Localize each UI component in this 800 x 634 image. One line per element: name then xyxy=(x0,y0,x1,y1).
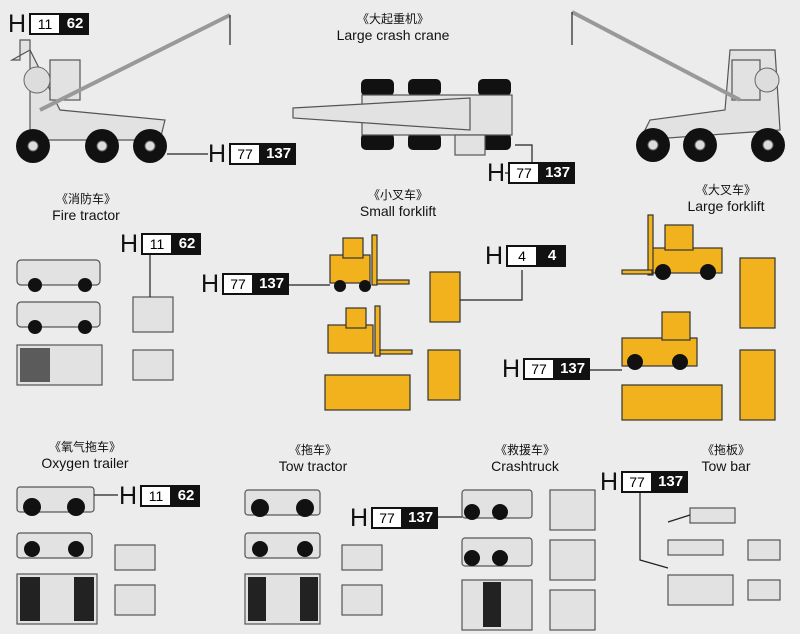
label-en: Fire tractor xyxy=(52,207,120,223)
paint-code-b: 137 xyxy=(653,471,689,493)
label-tow-tractor: 《拖车》 Tow tractor xyxy=(279,443,347,475)
paint-prefix: H xyxy=(201,270,220,298)
paint-prefix: H xyxy=(350,504,369,532)
paint-prefix: H xyxy=(600,468,619,496)
paint-prefix: H xyxy=(119,482,138,510)
label-en: Large forklift xyxy=(687,198,765,214)
crane-side-view-right xyxy=(571,10,785,162)
paint-code-b: 137 xyxy=(254,273,290,295)
paint-code-a: 77 xyxy=(508,162,541,184)
paint-prefix: H xyxy=(208,140,227,168)
paint-code-a: 77 xyxy=(621,471,654,493)
label-en: Tow bar xyxy=(701,458,751,474)
paint-code-b: 62 xyxy=(172,485,201,507)
label-cn: 《救援车》 xyxy=(494,443,555,457)
tow-tractor-views xyxy=(244,489,383,625)
label-crashtruck: 《救援车》 Crashtruck xyxy=(491,443,559,475)
label-en: Large crash crane xyxy=(336,27,450,43)
paint-prefix: H xyxy=(120,230,139,258)
paint-code-b: 137 xyxy=(403,507,439,529)
label-cn: 《拖车》 xyxy=(288,443,337,457)
label-cn: 《小叉车》 xyxy=(367,188,429,202)
paint-code-a: 11 xyxy=(140,485,173,507)
label-en: Tow tractor xyxy=(278,458,348,474)
paint-code-a: 11 xyxy=(141,233,174,255)
paint-prefix: H xyxy=(8,10,27,38)
label-en: Crashtruck xyxy=(491,458,559,474)
label-fire-tractor: 《消防车》 Fire tractor xyxy=(52,192,120,224)
paint-code-b: 137 xyxy=(555,358,591,380)
paint-code-a: 77 xyxy=(371,507,404,529)
paint-code-a: 77 xyxy=(222,273,255,295)
paint-prefix: H xyxy=(487,159,506,187)
paint-prefix: H xyxy=(485,242,504,270)
crane-side-view-left xyxy=(9,13,231,163)
fire-tractor-views xyxy=(16,244,176,386)
label-cn: 《消防车》 xyxy=(55,192,116,206)
crane-top-view xyxy=(292,79,533,174)
crashtruck-views xyxy=(430,489,596,631)
label-cn: 《大叉车》 xyxy=(695,183,757,197)
paint-code-a: 77 xyxy=(523,358,556,380)
paint-code-a: 77 xyxy=(229,143,262,165)
paint-prefix: H xyxy=(502,355,521,383)
paint-code-a: 4 xyxy=(506,245,539,267)
label-large-crash-crane: 《大起重机》 Large crash crane xyxy=(337,12,450,44)
label-en: Oxygen trailer xyxy=(41,455,129,471)
oxygen-trailer-views xyxy=(16,486,156,625)
label-cn: 《大起重机》 xyxy=(356,12,429,26)
paint-code-b: 4 xyxy=(538,245,567,267)
paint-code-b: 137 xyxy=(261,143,297,165)
tow-bar-views xyxy=(639,493,781,606)
label-cn: 《氧气拖车》 xyxy=(48,440,121,454)
label-small-forklift: 《小叉车》 Small forklift xyxy=(360,188,436,220)
label-cn: 《拖板》 xyxy=(701,443,750,457)
label-en: Small forklift xyxy=(359,203,437,219)
label-tow-bar: 《拖板》 Tow bar xyxy=(701,443,750,475)
paint-code-a: 11 xyxy=(29,13,62,35)
label-large-forklift: 《大叉车》 Large forklift xyxy=(687,183,764,215)
small-forklift-views xyxy=(281,234,523,411)
large-forklift-views xyxy=(580,214,776,421)
paint-code-b: 137 xyxy=(540,162,576,184)
label-oxygen-trailer: 《氧气拖车》 Oxygen trailer xyxy=(41,440,128,472)
paint-code-b: 62 xyxy=(173,233,202,255)
paint-code-b: 62 xyxy=(61,13,90,35)
